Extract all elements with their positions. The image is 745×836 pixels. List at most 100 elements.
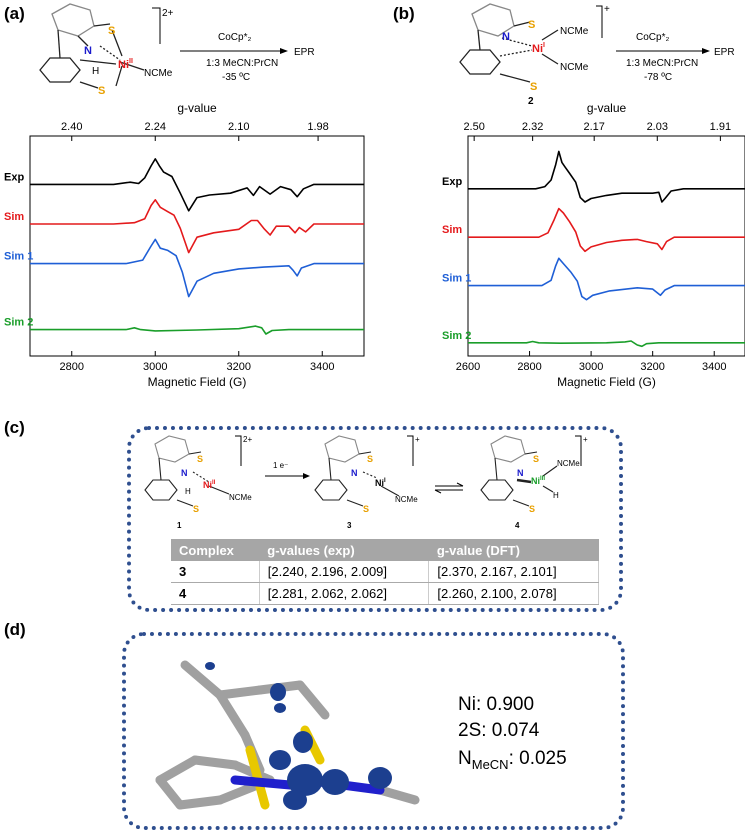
c3-s1: S bbox=[367, 454, 373, 464]
panel-label-a: (a) bbox=[4, 4, 25, 23]
equilibrium-arrows bbox=[434, 482, 464, 494]
series-line-sim-2 bbox=[468, 340, 745, 348]
c1-lig: NCMe bbox=[229, 493, 252, 502]
reagent-a: CoCp*₂ bbox=[218, 32, 251, 43]
table-cell: [2.370, 2.167, 2.101] bbox=[428, 561, 599, 583]
atom-h-a: H bbox=[92, 66, 99, 77]
condition-b-2: -78 ºC bbox=[644, 72, 672, 83]
c1-charge: 2+ bbox=[243, 435, 252, 444]
charge-a: 2+ bbox=[162, 8, 174, 19]
x-tick-label: 3400 bbox=[310, 361, 334, 373]
spin-ni: Ni: 0.900 bbox=[458, 694, 535, 715]
c3-ni: NiI bbox=[375, 478, 386, 488]
series-label-sim-2: Sim 2 bbox=[4, 317, 33, 329]
scheme-a: S N NiII H S NCMe 2+ CoCp*₂ 1:3 MeCN:PrC… bbox=[39, 3, 315, 97]
plot-frame bbox=[29, 135, 365, 357]
charge-b: + bbox=[604, 4, 610, 15]
molecule-bonds bbox=[155, 660, 420, 810]
plot-frame bbox=[467, 135, 745, 357]
x-tick-label: 2800 bbox=[517, 361, 541, 373]
table-row: 3 [2.240, 2.196, 2.009] [2.370, 2.167, 2… bbox=[171, 561, 599, 583]
scheme-b: S N NiI S NCMe NCMe + CoCp*₂ 1:3 MeCN:Pr… bbox=[459, 3, 735, 107]
panel-c-box bbox=[127, 426, 623, 612]
x-tick-label: 2800 bbox=[60, 361, 84, 373]
atom-ni-a: NiII bbox=[118, 58, 133, 71]
table-cell: [2.281, 2.062, 2.062] bbox=[259, 582, 430, 605]
c4-n: N bbox=[517, 468, 524, 478]
product-a: EPR bbox=[294, 47, 315, 58]
series-line-sim-1 bbox=[468, 257, 745, 301]
table-header-complex: Complex bbox=[171, 539, 260, 561]
compound-label-b: 2 bbox=[528, 96, 534, 107]
c4-lig: NCMe bbox=[557, 459, 580, 468]
series-line-exp bbox=[30, 158, 364, 212]
panel-d-box bbox=[122, 632, 625, 830]
condition-a-1: 1:3 MeCN:PrCN bbox=[206, 58, 278, 69]
complex-1-drawing bbox=[144, 435, 230, 507]
complex-4-drawing bbox=[480, 435, 558, 507]
series-label-sim: Sim bbox=[4, 211, 24, 223]
top-tick-label: 2.10 bbox=[228, 121, 249, 133]
atom-n-b: N bbox=[502, 31, 510, 43]
reduction-label: 1 e⁻ bbox=[273, 461, 288, 470]
x-tick-label: 3200 bbox=[227, 361, 251, 373]
scheme-c: S N NiII H S NCMe 2+ 1 1 e⁻ S N NiI S NC… bbox=[144, 435, 588, 530]
x-axis-label: Magnetic Field (G) bbox=[148, 375, 247, 389]
ligand-a: NCMe bbox=[144, 68, 173, 79]
series-label-sim-1: Sim 1 bbox=[4, 251, 33, 263]
c4-s1: S bbox=[533, 454, 539, 464]
atom-s1-b: S bbox=[528, 19, 535, 31]
atom-ni-b: NiI bbox=[532, 42, 545, 55]
table-header-row: Complex g-values (exp) g-value (DFT) bbox=[171, 539, 599, 561]
spin-density-model bbox=[155, 660, 420, 810]
ligand1-b: NCMe bbox=[560, 26, 589, 37]
x-tick-label: 3400 bbox=[702, 361, 726, 373]
c3-n: N bbox=[351, 468, 358, 478]
atom-s2-a: S bbox=[98, 85, 105, 97]
series-label-sim-2: Sim 2 bbox=[442, 330, 471, 342]
top-tick-label: 1.98 bbox=[307, 121, 328, 133]
x-tick-label: 3200 bbox=[640, 361, 664, 373]
panel-label-b: (b) bbox=[393, 4, 415, 23]
table-cell: [2.240, 2.196, 2.009] bbox=[259, 561, 430, 583]
x-axis-label: Magnetic Field (G) bbox=[557, 375, 656, 389]
x-tick-label: 3000 bbox=[579, 361, 603, 373]
series-label-sim-1: Sim 1 bbox=[442, 273, 471, 285]
c4-h: H bbox=[553, 491, 559, 500]
c1-h: H bbox=[185, 487, 191, 496]
c4-s2: S bbox=[529, 504, 535, 514]
product-b: EPR bbox=[714, 47, 735, 58]
g-value-axis-label: g-value bbox=[587, 101, 627, 115]
top-tick-label: 2.32 bbox=[522, 121, 543, 133]
complex-drawing-a bbox=[39, 3, 145, 89]
spin-density-lobes bbox=[205, 662, 392, 810]
table-cell: 3 bbox=[171, 561, 260, 583]
table-row: 4 [2.281, 2.062, 2.062] [2.260, 2.100, 2… bbox=[171, 582, 599, 605]
c1-n: N bbox=[181, 468, 188, 478]
g-value-axis-label: g-value bbox=[177, 101, 217, 115]
condition-b-1: 1:3 MeCN:PrCN bbox=[626, 58, 698, 69]
table-cell: 4 bbox=[171, 582, 260, 605]
spin-s: 2S: 0.074 bbox=[458, 720, 540, 741]
top-tick-label: 2.03 bbox=[647, 121, 668, 133]
atom-s1-a: S bbox=[108, 25, 115, 37]
complex-3-drawing bbox=[314, 435, 400, 507]
atom-n-a: N bbox=[84, 45, 92, 57]
series-line-sim bbox=[30, 199, 364, 254]
panel-label-c: (c) bbox=[4, 418, 25, 437]
panel-label-d: (d) bbox=[4, 620, 26, 639]
c3-id: 3 bbox=[347, 521, 352, 530]
reagent-b: CoCp*₂ bbox=[636, 32, 669, 43]
atom-s2-b: S bbox=[530, 81, 537, 93]
c4-ni: NiIII bbox=[531, 476, 545, 486]
x-tick-label: 3000 bbox=[143, 361, 167, 373]
c1-id: 1 bbox=[177, 521, 182, 530]
c1-s1: S bbox=[197, 454, 203, 464]
table-header-exp: g-values (exp) bbox=[259, 539, 429, 561]
complex-drawing-b bbox=[459, 3, 559, 83]
series-line-sim bbox=[468, 207, 745, 253]
top-tick-label: 2.17 bbox=[583, 121, 604, 133]
g-value-table: Complex g-values (exp) g-value (DFT) 3 [… bbox=[171, 539, 599, 605]
